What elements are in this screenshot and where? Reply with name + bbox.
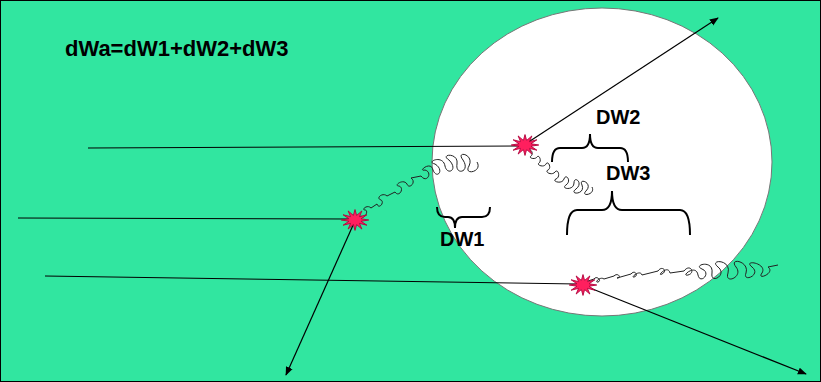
electron-track [528, 150, 593, 195]
scattered-arrow [585, 286, 806, 374]
deposit-label: DW2 [596, 106, 640, 129]
incident-track [45, 276, 578, 284]
interaction-burst [341, 210, 369, 231]
curly-brace [567, 191, 690, 235]
deposit-label: DW3 [606, 162, 650, 185]
equation-label: dWa=dW1+dW2+dW3 [65, 36, 288, 61]
scattered-arrow [286, 223, 354, 375]
incident-track [88, 146, 520, 148]
curly-brace [552, 134, 628, 162]
electron-track [588, 261, 778, 282]
electron-track [355, 154, 478, 220]
scattered-arrow [527, 18, 718, 143]
incident-track [18, 218, 350, 219]
curly-brace [437, 207, 490, 228]
interaction-burst [569, 275, 597, 296]
deposit-label: DW1 [440, 228, 484, 251]
interaction-burst [511, 135, 539, 156]
target-sphere [432, 8, 772, 316]
